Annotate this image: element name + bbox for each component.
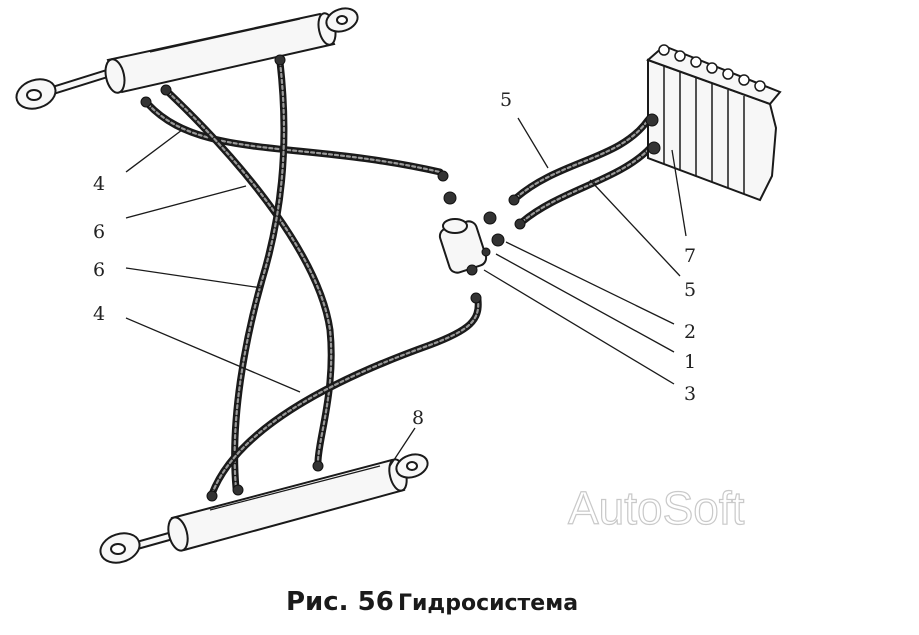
- callout-5-right: 5: [684, 279, 696, 301]
- callout-1: 1: [684, 351, 696, 373]
- callout-6-upper-left: 6: [93, 221, 105, 243]
- hose-5-upper: [508, 116, 652, 206]
- hydraulic-distributor: [645, 44, 782, 202]
- figure-number: Рис. 56: [286, 587, 394, 617]
- hose-5-lower: [514, 144, 654, 230]
- callout-5-top: 5: [500, 89, 512, 111]
- upper-cylinder: [15, 7, 359, 110]
- tee-adapter: [438, 191, 505, 276]
- hose-6-crossing-b: [231, 54, 288, 496]
- callout-4-upper-left: 4: [93, 173, 105, 195]
- hose-6-crossing-a: [160, 84, 335, 472]
- figure-title: Гидросистема: [398, 591, 578, 616]
- hose-4-upper: [140, 96, 449, 182]
- callout-3: 3: [684, 383, 696, 405]
- callout-2: 2: [684, 321, 696, 343]
- lower-cylinder: [99, 453, 429, 564]
- leader-lines: [125, 117, 687, 467]
- callout-8: 8: [412, 407, 424, 429]
- callout-6-mid-left: 6: [93, 259, 105, 281]
- hose-4-lower: [206, 292, 482, 502]
- watermark: AutoSoft: [568, 482, 745, 534]
- callout-4-mid-left: 4: [93, 303, 105, 325]
- callout-7: 7: [684, 245, 696, 267]
